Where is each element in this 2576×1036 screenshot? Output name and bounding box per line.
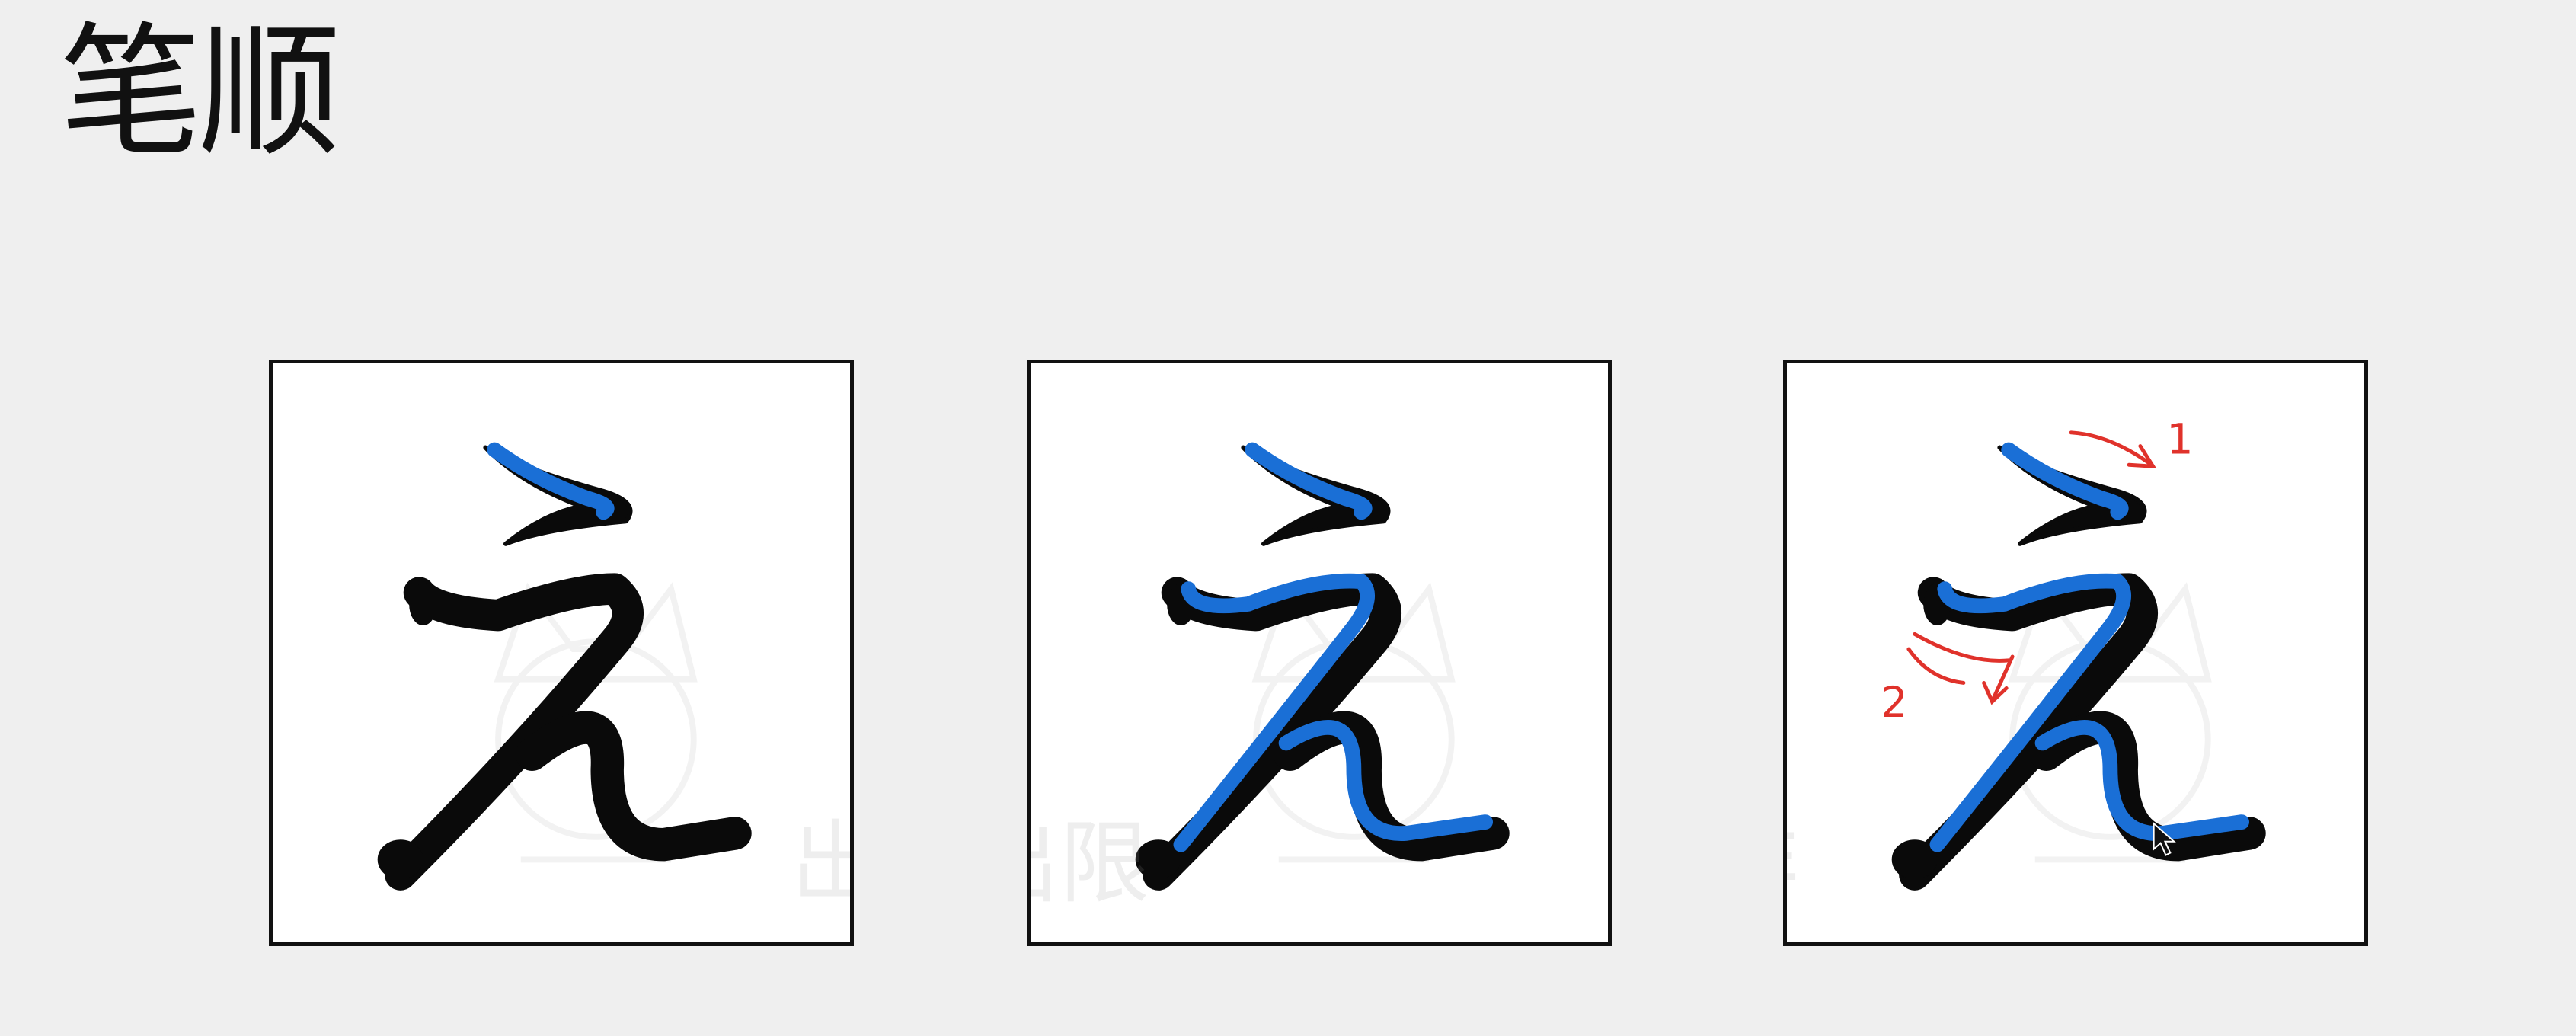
cursor-icon <box>2153 821 2176 856</box>
annotation-arrow-2 <box>1906 632 2015 705</box>
character-figure: 1 2 <box>1881 415 2266 891</box>
character-ink <box>377 445 752 891</box>
watermark-text: 均非 <box>1787 790 1799 920</box>
annotation-label-1: 1 <box>2166 415 2193 464</box>
trace-strokes <box>1173 442 1493 852</box>
page-title: 笔顺 <box>59 9 341 176</box>
trace-strokes <box>487 442 615 520</box>
stroke-order-panel-2: 出限 <box>1027 360 1612 946</box>
annotation-label-2: 2 <box>1881 679 1907 727</box>
character-figure <box>377 442 752 891</box>
stroke-order-panel-1: 出限 <box>269 360 854 946</box>
annotation-arrow-1 <box>2069 430 2157 468</box>
stroke-order-panel-3: 1 2 均非 <box>1783 360 2368 946</box>
character-ink <box>1135 445 1510 891</box>
trace-strokes <box>1929 442 2249 852</box>
watermark-text: 出限 <box>791 790 850 920</box>
watermark-text: 出限 <box>1031 811 1150 916</box>
character-ink <box>1891 445 2266 891</box>
character-figure <box>1135 442 1510 891</box>
